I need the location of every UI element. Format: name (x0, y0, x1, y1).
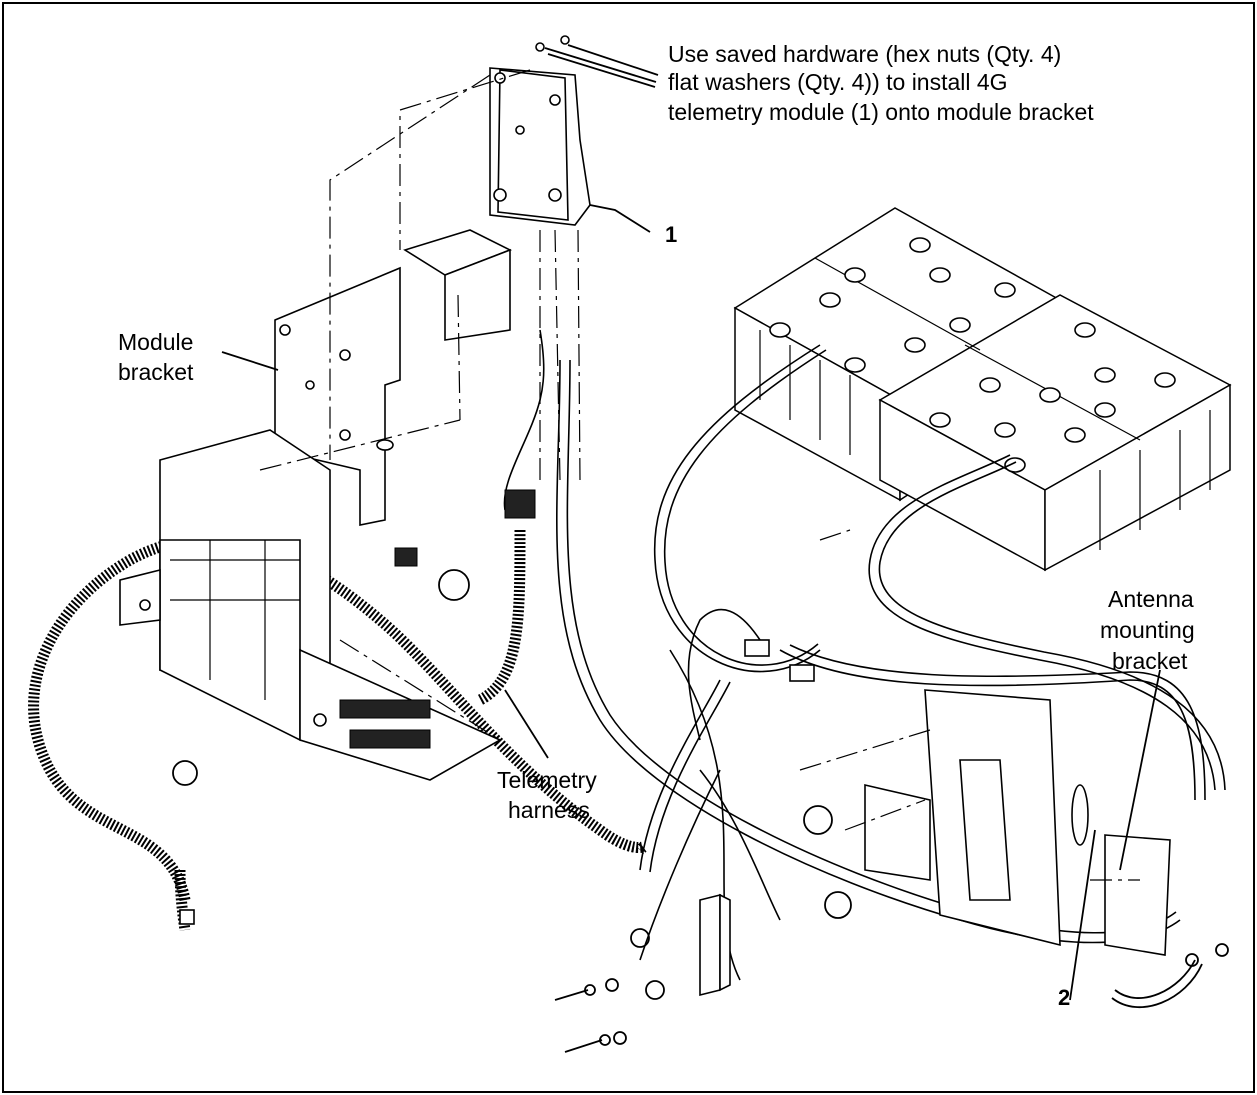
telemetry-module (489, 35, 591, 226)
antenna-bracket-label-line-1: Antenna (1108, 586, 1194, 612)
telemetry-harness-label: Telemetry harness (497, 767, 597, 823)
note-line-1: Use saved hardware (hex nuts (Qty. 4) (668, 41, 1061, 67)
telemetry-harness-label-line-2: harness (508, 797, 590, 823)
explosion-lines (259, 69, 1140, 881)
antenna-bracket-label-line-2: mounting (1100, 617, 1195, 643)
battery-pack (733, 207, 1232, 572)
module-bracket-label: Module bracket (118, 329, 194, 385)
connectors (172, 489, 852, 925)
leader-lines (221, 44, 1161, 1001)
antenna-bracket-label: Antenna mounting bracket (1100, 586, 1195, 674)
callout-2: 2 (1058, 985, 1070, 1010)
note-text: Use saved hardware (hex nuts (Qty. 4) fl… (668, 41, 1094, 125)
module-bracket-label-line-2: bracket (118, 359, 194, 385)
telemetry-harness-wiring (503, 329, 781, 961)
callout-1: 1 (665, 222, 677, 247)
note-line-3: telemetry module (1) onto module bracket (668, 99, 1094, 125)
antenna-bracket-label-line-3: bracket (1112, 648, 1188, 674)
mounting-tray (119, 429, 502, 781)
module-bracket-label-line-1: Module (118, 329, 193, 355)
telemetry-harness-label-line-1: Telemetry (497, 767, 597, 793)
battery-terminals (769, 237, 1176, 473)
module-bracket (274, 229, 512, 526)
note-line-2: flat washers (Qty. 4)) to install 4G (668, 69, 1008, 95)
terminal-block (554, 893, 1229, 1053)
cable-runs (556, 344, 1226, 981)
antenna-assembly (864, 689, 1203, 1008)
